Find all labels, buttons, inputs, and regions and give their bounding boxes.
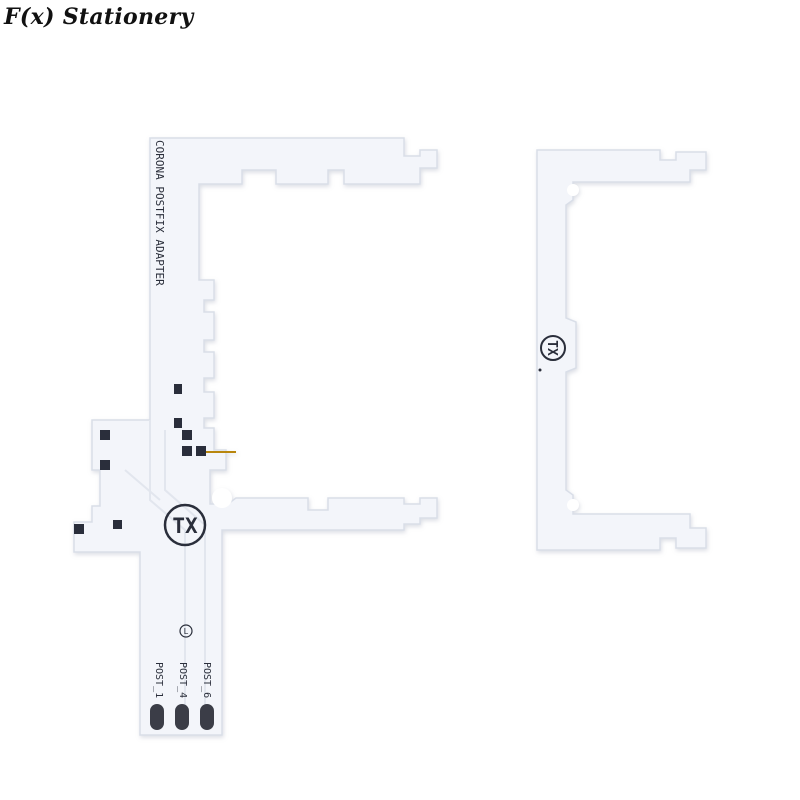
tx-logo-text: TX xyxy=(544,340,559,356)
left-adapter-board: CORONA POSTFIX ADAPTER TX L POST_1 POST_… xyxy=(73,137,438,736)
tx-logo-rotated: TX xyxy=(540,335,566,361)
edge-notch xyxy=(100,430,110,440)
pcb-trace xyxy=(124,469,161,501)
tx-logo-circle xyxy=(540,335,566,361)
solder-pad-post-4 xyxy=(175,704,189,730)
via-pad xyxy=(113,520,122,529)
board-label: CORONA POSTFIX ADAPTER xyxy=(153,140,166,286)
edge-notch xyxy=(100,460,110,470)
edge-notch xyxy=(174,418,182,428)
pcb-trace xyxy=(164,430,206,720)
board-cutout xyxy=(567,184,579,196)
side-mark-circle xyxy=(179,624,193,638)
solder-pad-post-1 xyxy=(150,704,164,730)
pad-label-post-4: POST_4 xyxy=(177,662,188,698)
edge-notch xyxy=(174,384,182,394)
side-mark-text: L xyxy=(184,627,189,636)
solder-pad-post-6 xyxy=(200,704,214,730)
board-cutout xyxy=(212,488,232,508)
via-pad xyxy=(182,430,192,440)
pad-label-post-6: POST_6 xyxy=(201,662,212,698)
tx-logo-text: TX xyxy=(172,514,198,538)
via-pad xyxy=(196,446,206,456)
tx-logo-circle xyxy=(163,503,207,547)
watermark-text: F(x) Stationery xyxy=(4,4,194,30)
right-board-frame xyxy=(536,149,707,551)
left-board-outline xyxy=(73,137,438,736)
edge-notch xyxy=(74,524,84,534)
via-pad xyxy=(182,446,192,456)
right-adapter-board: TX xyxy=(536,149,707,551)
dot-mark xyxy=(538,368,542,372)
board-cutout xyxy=(567,499,579,511)
pad-label-post-1: POST_1 xyxy=(153,662,164,698)
